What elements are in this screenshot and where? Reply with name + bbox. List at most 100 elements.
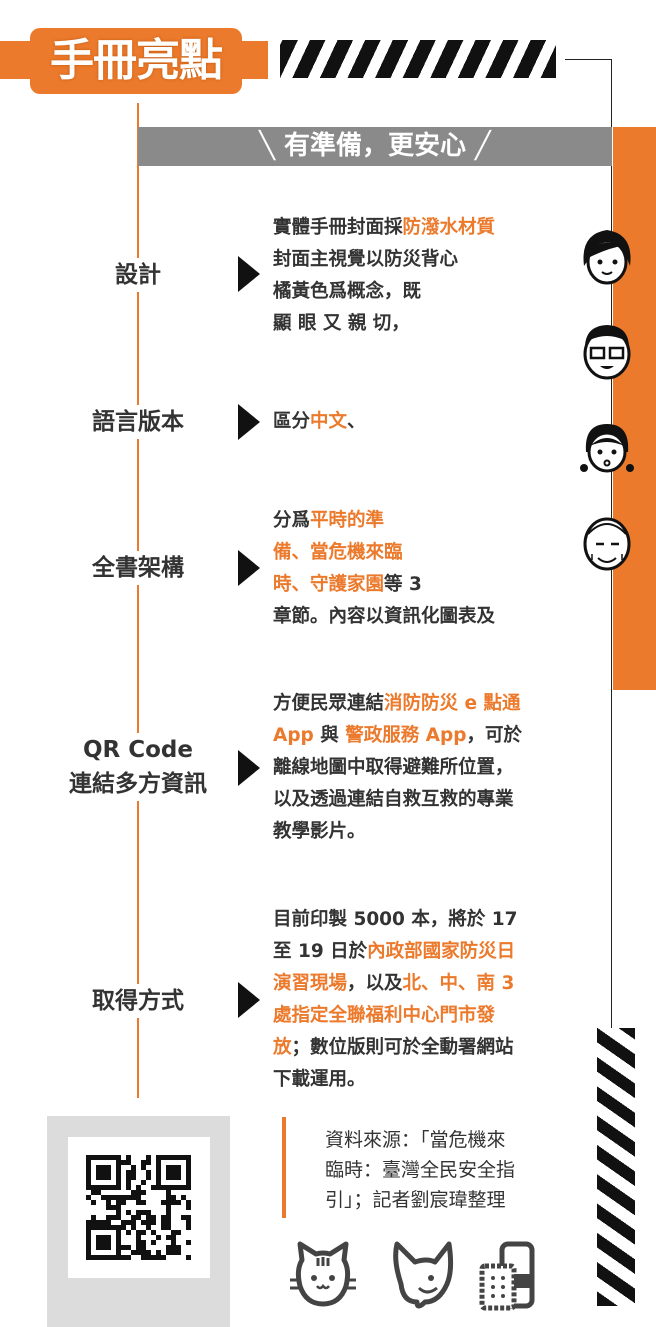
qr-module <box>86 1220 91 1225</box>
body-text: 離線地圖中取得避難所位置， <box>273 757 514 778</box>
qr-module <box>156 1175 161 1180</box>
qr-module <box>91 1185 96 1190</box>
qr-module <box>101 1245 106 1250</box>
qr-module <box>126 1230 131 1235</box>
qr-module <box>141 1210 146 1215</box>
qr-module <box>106 1165 111 1170</box>
section-label: QR Code 連結多方資訊 <box>48 733 228 801</box>
qr-module <box>126 1160 131 1165</box>
qr-module <box>96 1170 101 1175</box>
qr-module <box>126 1170 131 1175</box>
qr-module <box>186 1160 191 1165</box>
qr-module <box>106 1215 111 1220</box>
text-line: 演習現場，以及北、中、南 3 <box>273 968 573 1000</box>
qr-module <box>156 1155 161 1160</box>
source-line: 資料來源：「當危機來 <box>325 1129 506 1151</box>
body-text: 實體手冊封面採 <box>273 217 403 238</box>
qr-module <box>96 1225 101 1230</box>
qr-module <box>166 1185 171 1190</box>
qr-module <box>91 1200 96 1205</box>
qr-module <box>166 1225 171 1230</box>
qr-module <box>141 1230 146 1235</box>
text-line: 實體手冊封面採防潑水材質 <box>273 212 573 244</box>
qr-module <box>166 1170 171 1175</box>
qr-module <box>96 1220 101 1225</box>
qr-module <box>136 1235 141 1240</box>
body-text: 方便民眾連結 <box>273 693 385 714</box>
qr-module <box>106 1155 111 1160</box>
qr-module <box>171 1195 176 1200</box>
qr-module <box>101 1220 106 1225</box>
qr-module <box>116 1245 121 1250</box>
highlight-text: App <box>273 725 314 746</box>
qr-module <box>141 1255 146 1260</box>
text-line: 以及透過連結自救互救的專業 <box>273 784 573 816</box>
qr-module <box>151 1185 156 1190</box>
qr-module <box>116 1155 121 1160</box>
qr-module <box>136 1190 141 1195</box>
qr-module <box>146 1255 151 1260</box>
qr-module <box>101 1175 106 1180</box>
qr-module <box>126 1220 131 1225</box>
section-label-line: 連結多方資訊 <box>69 771 207 797</box>
qr-module <box>171 1185 176 1190</box>
qr-module <box>156 1255 161 1260</box>
qr-module <box>106 1185 111 1190</box>
qr-module <box>166 1195 171 1200</box>
dog-icon <box>393 1241 454 1309</box>
qr-module <box>116 1195 121 1200</box>
qr-module <box>151 1240 156 1245</box>
qr-module <box>91 1215 96 1220</box>
qr-module <box>121 1245 126 1250</box>
qr-module <box>156 1170 161 1175</box>
qr-module <box>136 1245 141 1250</box>
qr-module <box>141 1220 146 1225</box>
qr-module <box>86 1180 91 1185</box>
qr-module <box>131 1175 136 1180</box>
qr-module <box>166 1155 171 1160</box>
qr-module <box>156 1165 161 1170</box>
qr-module <box>156 1185 161 1190</box>
qr-module <box>146 1155 151 1160</box>
section-label-line: 全書架構 <box>92 555 184 581</box>
qr-module <box>186 1165 191 1170</box>
qr-module <box>116 1250 121 1255</box>
highlight-text: 防潑水材質 <box>402 217 496 238</box>
highlight-text: 北、中、南 3 <box>402 973 515 994</box>
arrow-right-icon <box>238 982 260 1018</box>
text-line: App 與 警政服務 App，可於 <box>273 720 573 752</box>
qr-module <box>116 1230 121 1235</box>
qr-module <box>111 1215 116 1220</box>
qr-module <box>186 1215 191 1220</box>
qr-module <box>96 1165 101 1170</box>
qr-module <box>111 1255 116 1260</box>
qr-module <box>106 1195 111 1200</box>
qr-module <box>186 1180 191 1185</box>
qr-module <box>86 1170 91 1175</box>
qr-module <box>181 1155 186 1160</box>
qr-module <box>101 1235 106 1240</box>
qr-module <box>101 1225 106 1230</box>
source-line: 臨時：臺灣全民安全指 <box>325 1159 516 1181</box>
qr-module <box>86 1230 91 1235</box>
body-text: ；數位版則可於全動署網站 <box>291 1037 514 1058</box>
qr-module <box>176 1170 181 1175</box>
highlight-text: 放 <box>273 1037 292 1058</box>
qr-module <box>121 1220 126 1225</box>
section-label-line: 語言版本 <box>92 409 184 435</box>
qr-module <box>116 1225 121 1230</box>
qr-module <box>176 1250 181 1255</box>
girl-braids-face-icon <box>580 424 634 473</box>
qr-code[interactable] <box>68 1137 210 1278</box>
qr-module <box>106 1170 111 1175</box>
qr-module <box>161 1220 166 1225</box>
qr-module <box>116 1160 121 1165</box>
qr-module <box>111 1205 116 1210</box>
qr-module <box>106 1205 111 1210</box>
section-label-line: QR Code <box>82 737 193 763</box>
qr-module <box>106 1245 111 1250</box>
qr-module <box>176 1245 181 1250</box>
qr-module <box>161 1185 166 1190</box>
